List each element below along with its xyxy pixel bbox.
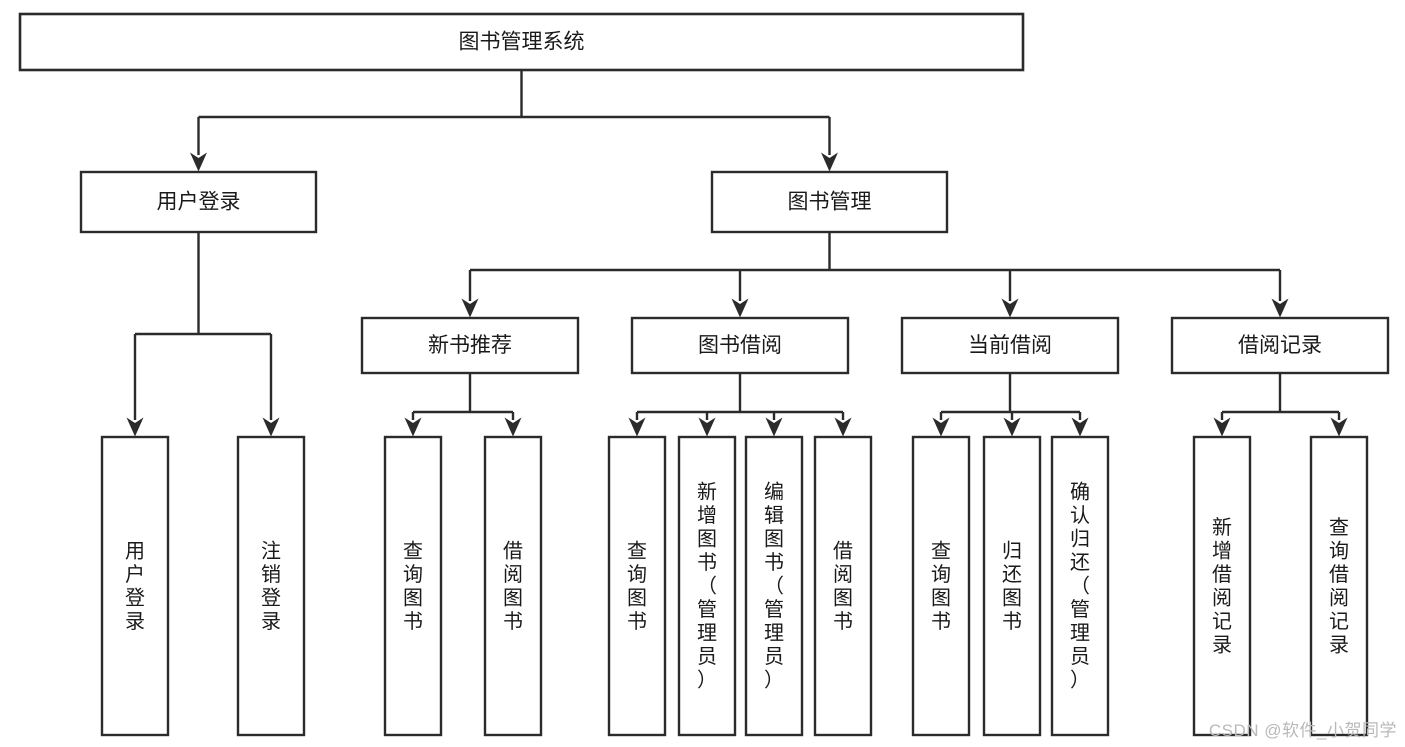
node-box-leaf-query-book-recommend <box>383 435 443 737</box>
node-box-leaf-query-book-current <box>911 435 971 737</box>
arrow-head-icon <box>834 417 852 437</box>
arrow-head-icon <box>1001 298 1019 318</box>
node-label-leaf-query-book-current: 查询图书 <box>931 539 951 633</box>
arrow-head-icon <box>731 298 749 318</box>
node-box-leaf-add-book <box>677 435 737 737</box>
node-label-leaf-user-logout: 注销登录 <box>261 539 281 633</box>
node-box-user-login <box>79 170 318 234</box>
node-leaf-return-book[interactable]: 归还图书 <box>982 435 1042 737</box>
node-box-borrow-record <box>1170 316 1390 375</box>
node-new-book-recommend[interactable]: 新书推荐 <box>360 316 580 375</box>
node-box-book-borrow <box>630 316 850 375</box>
node-leaf-borrow-book[interactable]: 借阅图书 <box>813 435 873 737</box>
node-box-leaf-user-logout <box>236 435 306 737</box>
connector-edges-layer <box>126 70 1348 437</box>
node-leaf-query-book-borrow[interactable]: 查询图书 <box>607 435 667 737</box>
node-label-leaf-return-book: 归还图书 <box>1002 539 1022 633</box>
csdn-watermark: CSDN @软件_小贺同学 <box>1208 721 1397 740</box>
node-label-leaf-borrow-book: 借阅图书 <box>833 539 853 633</box>
arrow-head-icon <box>1071 417 1089 437</box>
node-current-borrow[interactable]: 当前借阅 <box>900 316 1120 375</box>
arrow-head-icon <box>1213 417 1231 437</box>
node-label-leaf-query-book-recommend: 查询图书 <box>403 539 423 633</box>
node-box-current-borrow <box>900 316 1120 375</box>
nodes-layer: 图书管理系统用户登录图书管理新书推荐图书借阅当前借阅借阅记录用户登录注销登录查询… <box>18 12 1390 737</box>
arrow-head-icon <box>404 417 422 437</box>
node-box-leaf-edit-book <box>744 435 804 737</box>
node-root[interactable]: 图书管理系统 <box>18 12 1025 72</box>
node-box-leaf-query-borrow-record <box>1309 435 1369 737</box>
node-box-book-management <box>710 170 949 234</box>
node-label-leaf-edit-book: 编辑图书（管理员） <box>764 481 784 692</box>
node-box-leaf-confirm-return <box>1050 435 1110 737</box>
node-box-leaf-query-book-borrow <box>607 435 667 737</box>
node-box-leaf-return-book <box>982 435 1042 737</box>
node-label-borrow-record: 借阅记录 <box>1238 334 1322 357</box>
node-leaf-confirm-return[interactable]: 确认归还（管理员） <box>1050 435 1110 737</box>
arrow-head-icon <box>262 417 280 437</box>
node-label-user-login: 用户登录 <box>157 191 241 214</box>
arrow-head-icon <box>1330 417 1348 437</box>
node-box-root <box>18 12 1025 72</box>
node-label-book-management: 图书管理 <box>788 191 872 214</box>
node-box-leaf-add-borrow-record <box>1192 435 1252 737</box>
node-label-leaf-user-login: 用户登录 <box>125 540 145 633</box>
arrow-head-icon <box>1003 417 1021 437</box>
node-user-login[interactable]: 用户登录 <box>79 170 318 234</box>
node-book-management[interactable]: 图书管理 <box>710 170 949 234</box>
node-box-new-book-recommend <box>360 316 580 375</box>
node-book-borrow[interactable]: 图书借阅 <box>630 316 850 375</box>
node-leaf-query-book-recommend[interactable]: 查询图书 <box>383 435 443 737</box>
node-leaf-borrow-book-recommend[interactable]: 借阅图书 <box>483 435 543 737</box>
node-leaf-add-book[interactable]: 新增图书（管理员） <box>677 435 737 737</box>
node-label-leaf-query-book-borrow: 查询图书 <box>627 539 647 633</box>
node-leaf-edit-book[interactable]: 编辑图书（管理员） <box>744 435 804 737</box>
node-label-new-book-recommend: 新书推荐 <box>428 334 512 357</box>
node-label-leaf-confirm-return: 确认归还（管理员） <box>1070 481 1090 692</box>
node-label-leaf-add-borrow-record: 新增借阅记录 <box>1212 516 1232 657</box>
node-label-leaf-borrow-book-recommend: 借阅图书 <box>503 539 523 633</box>
arrow-head-icon <box>504 417 522 437</box>
arrow-head-icon <box>628 417 646 437</box>
node-box-leaf-borrow-book <box>813 435 873 737</box>
arrow-head-icon <box>698 417 716 437</box>
node-label-leaf-query-borrow-record: 查询借阅记录 <box>1329 516 1349 657</box>
node-box-leaf-user-login <box>100 435 170 737</box>
arrow-head-icon <box>190 152 207 172</box>
arrow-head-icon <box>765 417 783 437</box>
arrow-head-icon <box>1271 298 1289 318</box>
arrow-head-icon <box>932 417 950 437</box>
node-label-leaf-add-book: 新增图书（管理员） <box>697 481 717 692</box>
node-leaf-query-book-current[interactable]: 查询图书 <box>911 435 971 737</box>
node-leaf-user-login[interactable]: 用户登录 <box>100 435 170 737</box>
arrow-head-icon <box>126 417 144 437</box>
node-leaf-query-borrow-record[interactable]: 查询借阅记录 <box>1309 435 1369 737</box>
node-label-book-borrow: 图书借阅 <box>698 334 782 357</box>
node-leaf-user-logout[interactable]: 注销登录 <box>236 435 306 737</box>
node-label-root: 图书管理系统 <box>459 31 585 54</box>
arrow-head-icon <box>461 298 479 318</box>
arrow-head-icon <box>821 152 838 172</box>
node-borrow-record[interactable]: 借阅记录 <box>1170 316 1390 375</box>
node-label-current-borrow: 当前借阅 <box>968 334 1052 357</box>
node-box-leaf-borrow-book-recommend <box>483 435 543 737</box>
node-leaf-add-borrow-record[interactable]: 新增借阅记录 <box>1192 435 1252 737</box>
